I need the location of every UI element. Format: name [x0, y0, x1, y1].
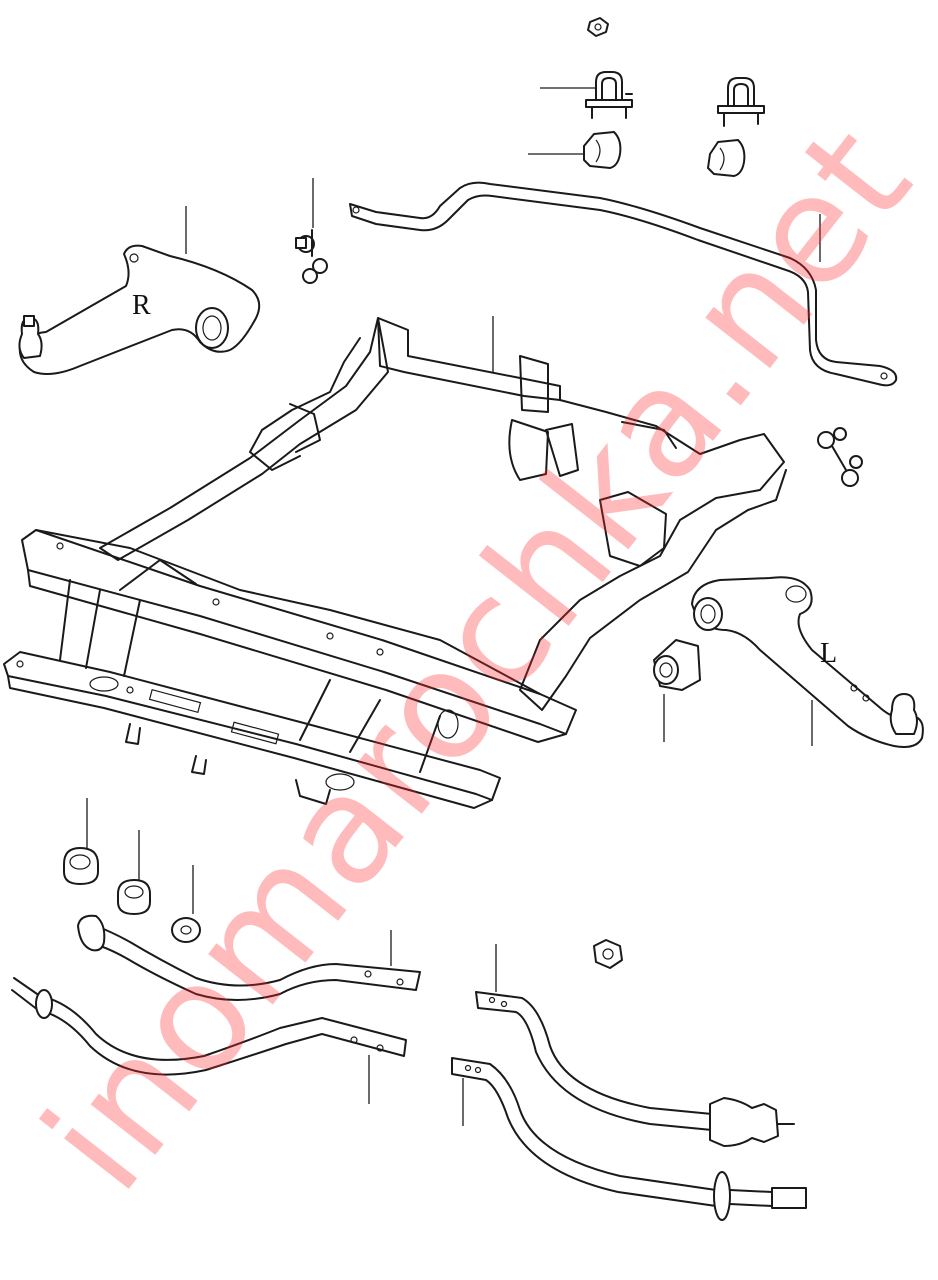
stabilizer-bracket-left	[717, 77, 765, 127]
stabilizer-bar	[349, 181, 898, 387]
stabilizer-bracket-right	[540, 71, 633, 119]
tension-rod-left-upper	[475, 944, 795, 1147]
strut-rod-nut	[593, 939, 623, 969]
tension-rod-left-lower	[451, 1057, 807, 1221]
stabilizer-bushing-right	[528, 131, 622, 169]
control-arm-bushing	[653, 639, 701, 742]
stabilizer-link-right	[295, 178, 328, 284]
tension-rod-right-upper	[77, 914, 421, 1001]
control-arm-right: R	[18, 206, 261, 375]
right-arm-label: R	[132, 290, 151, 321]
strut-rod-bushing-outer	[63, 798, 99, 885]
subframe	[3, 316, 787, 809]
left-arm-label: L	[820, 638, 837, 669]
strut-rod-washer	[171, 865, 201, 943]
tension-rod-right-lower	[11, 977, 407, 1104]
control-arm-left: L	[691, 576, 924, 748]
stabilizer-nut-top	[587, 17, 609, 37]
stabilizer-link-left	[817, 427, 863, 487]
stabilizer-bushing-left	[707, 139, 746, 177]
strut-rod-bushing-inner	[117, 830, 151, 915]
